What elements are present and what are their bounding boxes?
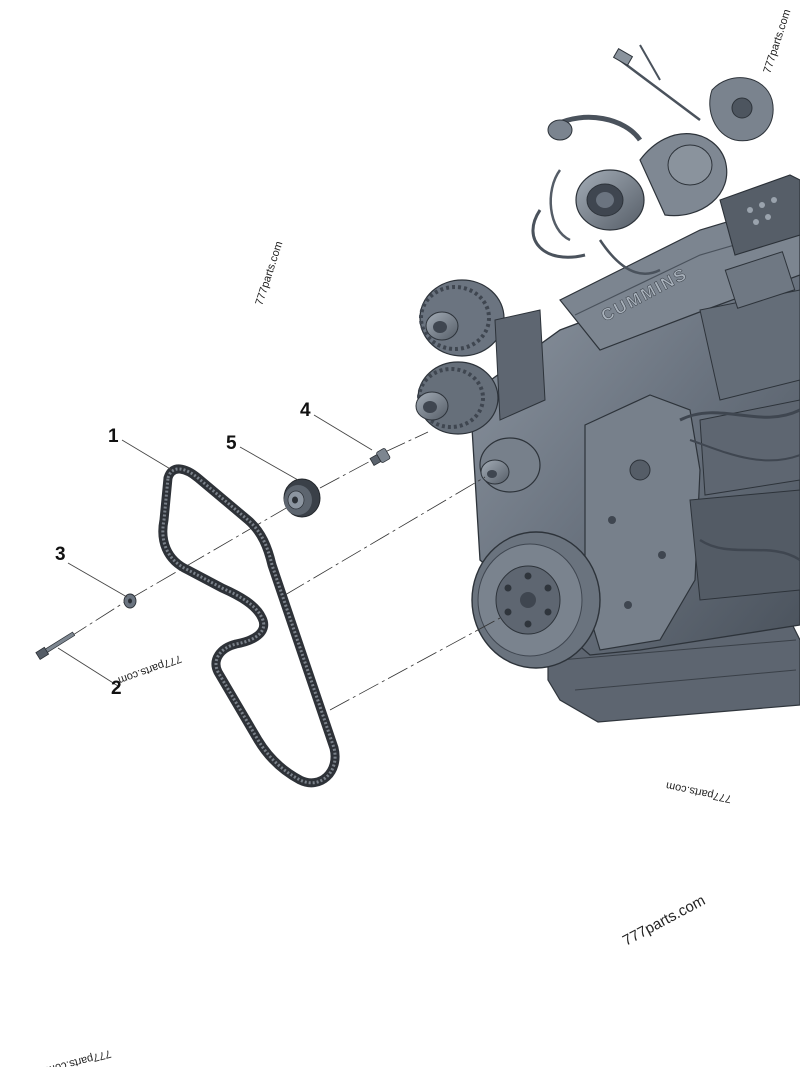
part-5-idler-pulley (283, 478, 321, 518)
engine-assembly: CUMMINS (415, 44, 800, 723)
alternator-upper (419, 279, 505, 357)
leader-lines (57, 414, 373, 687)
callout-1: 1 (108, 426, 119, 447)
callout-5: 5 (226, 433, 237, 454)
callout-2: 2 (111, 678, 122, 699)
callout-4: 4 (300, 400, 311, 421)
alternator-lower (415, 361, 499, 435)
watermark-bottom-left: 777parts.com (45, 1047, 112, 1067)
part-3-washer (123, 593, 137, 609)
watermark-left-middle: 777parts.com (116, 652, 183, 686)
part-1-serpentine-belt (158, 464, 340, 788)
crankshaft-damper (471, 531, 601, 669)
watermark-bottom-right: 777parts.com (620, 892, 708, 950)
part-2-bolt (35, 631, 76, 660)
ecm-module (719, 174, 800, 256)
callout-3: 3 (55, 544, 66, 565)
watermark-right-middle: 777parts.com (665, 779, 733, 805)
water-pump (479, 437, 541, 493)
assembly-centerlines (39, 431, 501, 711)
watermark-top-right: 777parts.com (761, 8, 793, 75)
part-4-idler-bolt (369, 448, 391, 467)
watermark-upper-middle: 777parts.com (253, 240, 285, 307)
turbocharger (547, 114, 728, 231)
